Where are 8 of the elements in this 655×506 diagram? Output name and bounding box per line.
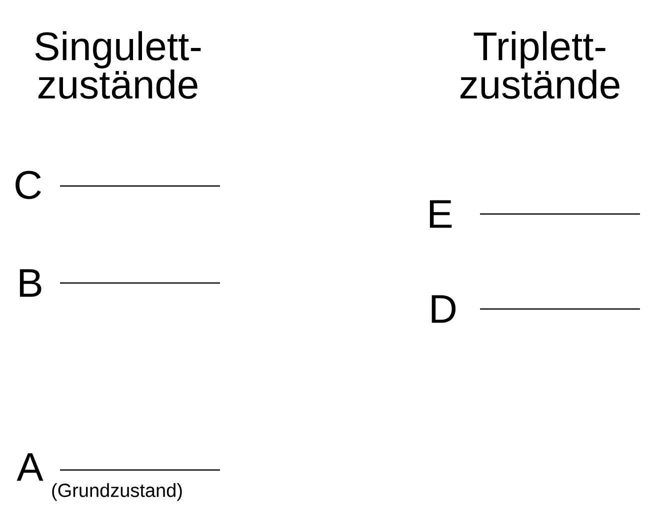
level-letter: D	[432, 295, 456, 323]
level-letter: A	[16, 453, 44, 481]
level-letter: C	[16, 170, 41, 200]
column-heading: Triplett-zustände	[460, 31, 620, 99]
column-heading: Singulett-zustände	[35, 31, 201, 99]
level-letter: B	[20, 269, 42, 297]
level-note: (Grundzustand)	[52, 483, 182, 501]
level-letter: E	[430, 200, 452, 228]
